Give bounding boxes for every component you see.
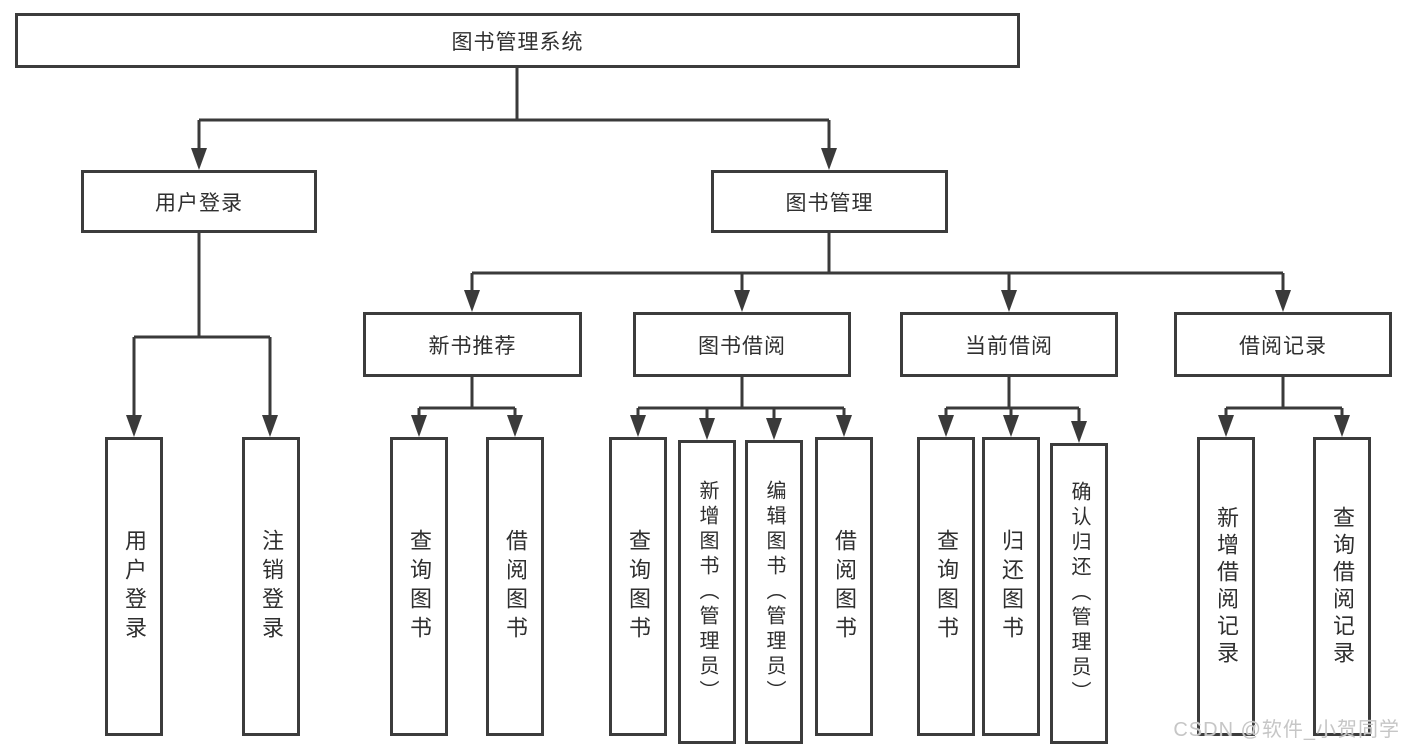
node-label: 借阅记录 — [1239, 334, 1327, 358]
connector-root-to-level1 — [191, 68, 837, 170]
connector-current-borrowing-children — [938, 377, 1087, 443]
node-user-login-branch: 用户登录 — [81, 170, 317, 233]
node-new-book-recommend: 新书推荐 — [363, 312, 582, 377]
node-label: 注销登录 — [259, 528, 284, 645]
leaf-recommend-borrow-books: 借阅图书 — [486, 437, 544, 736]
node-label: 当前借阅 — [965, 334, 1053, 358]
node-label: 查询借阅记录 — [1330, 505, 1355, 668]
node-book-borrowing: 图书借阅 — [633, 312, 851, 377]
connector-user-login-children — [126, 233, 278, 437]
leaf-user-login: 用户登录 — [105, 437, 163, 736]
connector-book-borrowing-children — [630, 377, 852, 440]
node-book-management-system: 图书管理系统 — [15, 13, 1020, 68]
node-label: 图书管理系统 — [451, 30, 584, 54]
node-label: 查询图书 — [407, 528, 432, 645]
node-label: 图书借阅 — [698, 334, 786, 358]
node-label: 查询图书 — [934, 528, 959, 645]
leaf-borrowing-query-books: 查询图书 — [609, 437, 667, 736]
node-label: 借阅图书 — [832, 528, 857, 645]
node-label: 图书管理 — [785, 191, 874, 215]
node-label: 用户登录 — [155, 191, 243, 215]
leaf-current-query-books: 查询图书 — [917, 437, 975, 736]
node-label: 新增借阅记录 — [1214, 505, 1239, 668]
node-label: 编辑图书（管理员） — [763, 479, 785, 705]
connector-borrowing-records-children — [1218, 377, 1350, 437]
node-borrowing-records: 借阅记录 — [1174, 312, 1392, 377]
leaf-borrowing-edit-books-admin: 编辑图书（管理员） — [745, 440, 803, 744]
connector-new-book-recommend-children — [411, 377, 523, 437]
node-label: 新书推荐 — [428, 334, 517, 358]
leaf-recommend-query-books: 查询图书 — [390, 437, 448, 736]
leaf-records-add-record: 新增借阅记录 — [1197, 437, 1255, 736]
node-label: 新增图书（管理员） — [696, 479, 718, 705]
leaf-current-confirm-return-admin: 确认归还（管理员） — [1050, 443, 1108, 744]
node-label: 用户登录 — [122, 528, 147, 645]
leaf-current-return-books: 归还图书 — [982, 437, 1040, 736]
node-label: 借阅图书 — [503, 528, 528, 645]
leaf-borrowing-borrow-books: 借阅图书 — [815, 437, 873, 736]
leaf-logout: 注销登录 — [242, 437, 300, 736]
node-label: 归还图书 — [999, 528, 1024, 645]
node-label: 确认归还（管理员） — [1068, 481, 1090, 706]
node-book-management-branch: 图书管理 — [711, 170, 948, 233]
csdn-watermark: CSDN @软件_小贺同学 — [1173, 719, 1400, 741]
leaf-borrowing-add-books-admin: 新增图书（管理员） — [678, 440, 736, 744]
leaf-records-query-record: 查询借阅记录 — [1313, 437, 1371, 736]
connector-book-management-sections — [464, 233, 1291, 312]
node-label: 查询图书 — [626, 528, 651, 645]
node-current-borrowing: 当前借阅 — [900, 312, 1118, 377]
